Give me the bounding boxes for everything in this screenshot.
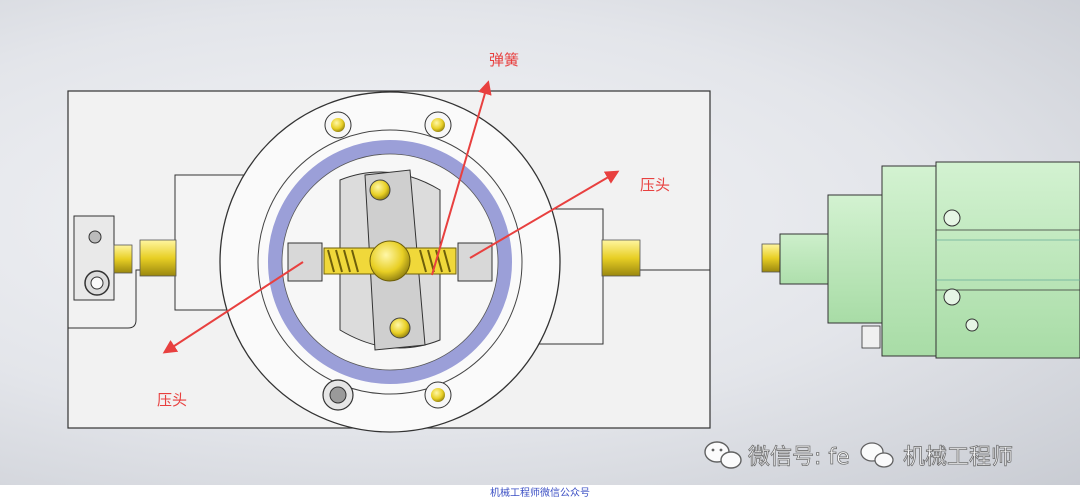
watermark-text-right: 机械工程师 xyxy=(903,445,1013,470)
fixture-drawing: 弹簧 压头 压头 微信号: fe 机械工程师 xyxy=(67,51,1080,470)
press-head-arrow-left xyxy=(162,261,304,354)
diagram-canvas: 弹簧 压头 压头 微信号: fe 机械工程师 xyxy=(0,0,1080,485)
spring-arrow xyxy=(431,80,492,276)
spring xyxy=(323,240,457,282)
purple-ring xyxy=(268,140,512,384)
spring-label: 弹簧 xyxy=(489,51,519,69)
cylinder-screw-icon xyxy=(943,288,961,306)
cylinder-screw-icon xyxy=(943,209,961,227)
wechat-watermark: 微信号: fe 机械工程师 xyxy=(704,441,1013,470)
pneumatic-cylinder xyxy=(761,161,1080,359)
left-press-head xyxy=(287,242,323,282)
press-head-arrow-right xyxy=(469,170,620,259)
caption: 机械工程师微信公众号 xyxy=(490,488,590,499)
hex-nut-top-icon xyxy=(369,179,391,201)
watermark-text: 微信号: fe xyxy=(748,445,850,470)
right-pin xyxy=(601,239,641,277)
wechat-icon xyxy=(860,442,894,468)
left-pin-short xyxy=(113,244,133,274)
cylinder-screw-icon xyxy=(965,318,979,332)
press-head-label-right: 压头 xyxy=(640,176,670,194)
plate-step-outline xyxy=(68,269,175,329)
left-pin-long xyxy=(139,239,177,277)
hex-nut-bottom-icon xyxy=(389,317,411,339)
small-screw-icon xyxy=(88,230,102,244)
housing-bolts xyxy=(322,111,452,411)
wechat-icon xyxy=(704,441,742,469)
press-head-label-left: 压头 xyxy=(157,391,187,409)
